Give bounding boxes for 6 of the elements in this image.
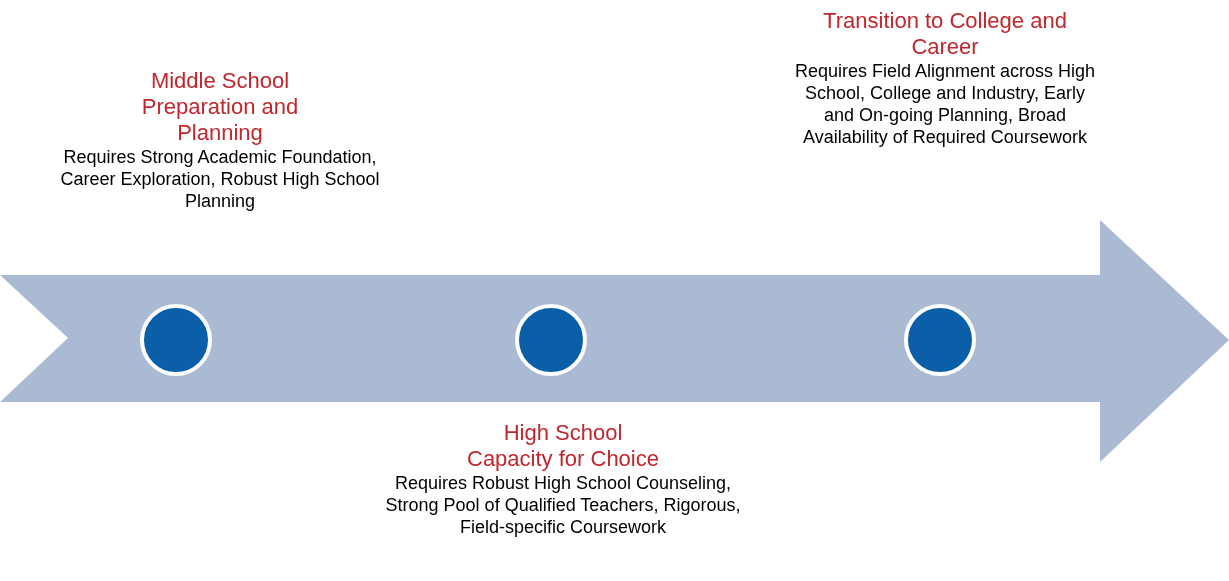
stage-heading: Transition to College and Career bbox=[822, 8, 1068, 60]
stage-description: Requires Field Alignment across High School, College and Industry, Early and On-going Planning, Broad Availability of Required Coursework bbox=[793, 60, 1097, 148]
stage-heading: Middle School Preparation and Planning bbox=[140, 68, 300, 146]
stage-heading: High School Capacity for Choice bbox=[466, 420, 660, 472]
stage-description: Requires Strong Academic Foundation, Career Exploration, Robust High School Planning bbox=[60, 146, 380, 212]
stage-description: Requires Robust High School Counseling, Strong Pool of Qualified Teachers, Rigorous, Field-specific Coursework bbox=[384, 472, 742, 538]
